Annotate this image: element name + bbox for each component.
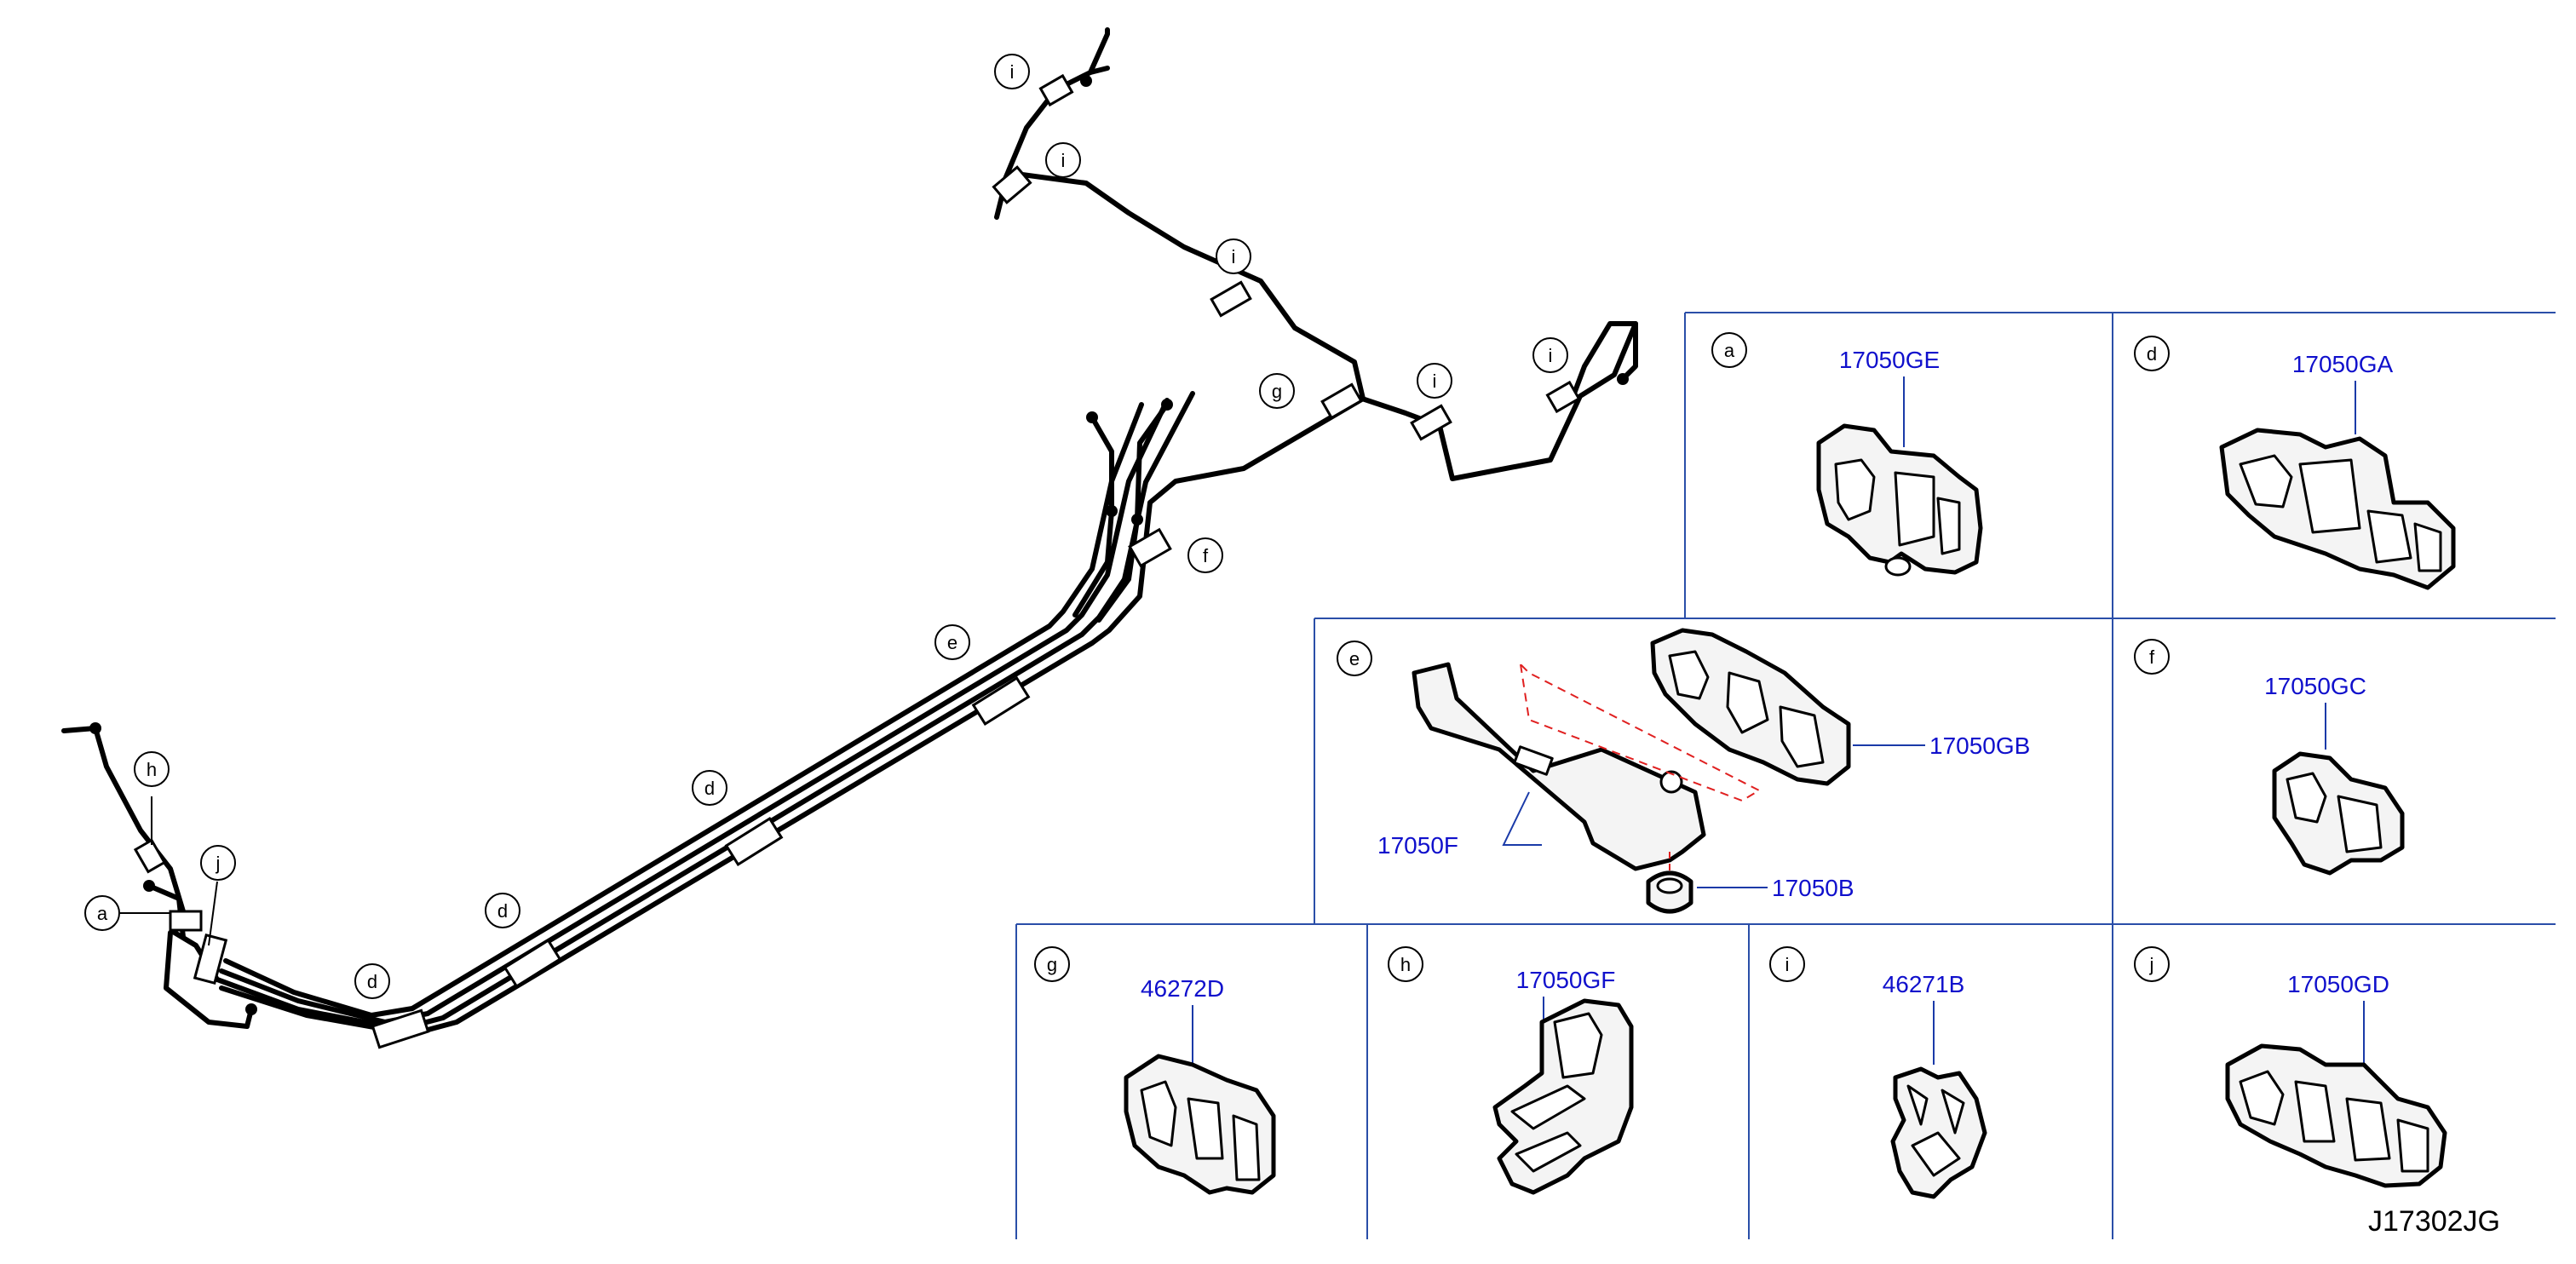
svg-text:f: f <box>1203 545 1209 566</box>
clip-part-icon <box>2272 751 2405 876</box>
callout-i-2: i <box>1045 142 1081 178</box>
clip-part-icon <box>1890 1066 1987 1199</box>
callout-d-1: d <box>354 963 390 999</box>
panel-f: f 17050GC <box>2134 639 2405 876</box>
part-number-46272D: 46272D <box>1141 975 1224 1002</box>
svg-text:i: i <box>1785 954 1790 975</box>
bracket-part-icon <box>1412 662 1706 871</box>
svg-text:g: g <box>1047 954 1057 975</box>
svg-text:i: i <box>1010 61 1015 83</box>
svg-text:g: g <box>1272 381 1282 402</box>
clip-part-icon <box>1124 1054 1276 1195</box>
part-number-46271B: 46271B <box>1883 971 1965 997</box>
panel-g: g 46272D <box>1034 946 1276 1195</box>
top-branch-tubes <box>994 27 1638 481</box>
svg-text:i: i <box>1061 150 1066 171</box>
grommet-part-icon <box>1646 870 1693 914</box>
panel-e: e 17050GB 17050F 17050B <box>1337 628 2030 914</box>
callout-h: h <box>134 751 170 787</box>
upper-tubes <box>1072 399 1173 623</box>
svg-text:d: d <box>497 900 508 922</box>
panel-a: a 17050GE <box>1711 332 1983 577</box>
svg-text:e: e <box>1349 648 1360 669</box>
svg-text:d: d <box>704 778 715 799</box>
callout-f: f <box>1187 537 1223 573</box>
clip-part-icon <box>2225 1043 2447 1188</box>
svg-text:h: h <box>147 759 157 780</box>
part-number-17050B: 17050B <box>1772 875 1854 901</box>
clip-part-icon <box>1492 998 1634 1195</box>
part-number-17050GA: 17050GA <box>2292 351 2394 377</box>
triple-clip-part-icon <box>1650 628 1851 786</box>
part-number-17050GF: 17050GF <box>1516 967 1616 993</box>
svg-text:a: a <box>97 903 108 924</box>
part-number-17050F: 17050F <box>1377 832 1458 859</box>
callout-i-4: i <box>1417 363 1452 399</box>
callout-i-3: i <box>1216 238 1251 274</box>
part-number-17050GC: 17050GC <box>2264 673 2366 699</box>
callout-d-3: d <box>692 770 727 806</box>
panel-h: h 17050GF <box>1388 946 1634 1195</box>
main-tube-bundle <box>172 391 1366 1037</box>
callout-d-2: d <box>485 893 520 928</box>
callout-g: g <box>1259 373 1295 409</box>
part-number-17050GB: 17050GB <box>1929 733 2030 759</box>
diagram-code: J17302JG <box>2368 1205 2500 1238</box>
svg-text:h: h <box>1400 954 1411 975</box>
svg-text:j: j <box>2149 954 2154 975</box>
svg-text:i: i <box>1433 371 1437 392</box>
svg-text:d: d <box>367 971 377 992</box>
clip-part-icon <box>2219 428 2456 590</box>
callout-leaders <box>119 796 218 946</box>
panel-j: j 17050GD <box>2134 946 2447 1188</box>
callout-i-1: i <box>994 54 1030 89</box>
callout-i-5: i <box>1532 337 1568 373</box>
part-number-17050GD: 17050GD <box>2287 971 2389 997</box>
svg-text:i: i <box>1549 345 1553 366</box>
clip-part-icon <box>1816 423 1983 577</box>
svg-text:a: a <box>1724 340 1735 361</box>
callout-a: a <box>84 895 120 931</box>
svg-text:i: i <box>1232 246 1236 267</box>
tube-clips <box>133 73 1581 1049</box>
svg-text:f: f <box>2149 646 2155 668</box>
svg-text:j: j <box>216 853 221 874</box>
panel-grid-lines <box>1015 312 2556 1239</box>
callout-j: j <box>200 845 236 881</box>
panel-i: i 46271B <box>1769 946 1987 1199</box>
svg-text:e: e <box>947 632 957 653</box>
svg-text:d: d <box>2147 343 2157 365</box>
panel-d: d 17050GA <box>2134 336 2456 590</box>
part-number-17050GE: 17050GE <box>1839 347 1940 373</box>
callout-e: e <box>934 624 970 660</box>
tube-assembly: h a j d d d e f g i i i i i <box>61 27 1638 1049</box>
